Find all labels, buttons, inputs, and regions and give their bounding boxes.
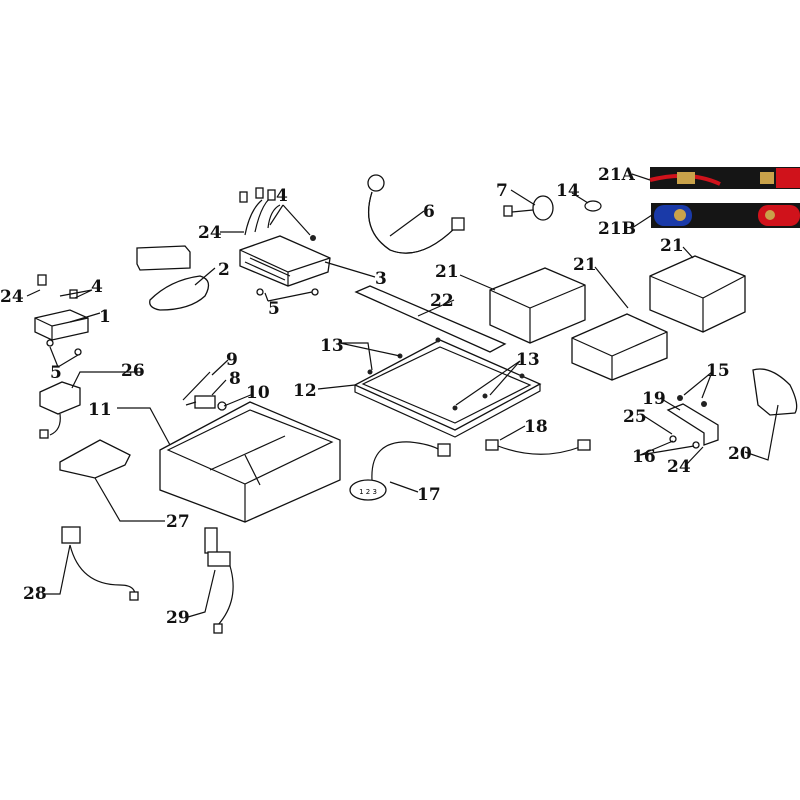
label-19: 19 xyxy=(642,389,666,409)
part-29-key-switch xyxy=(204,527,234,634)
label-16: 16 xyxy=(632,447,656,467)
label-13: 13 xyxy=(516,350,540,370)
battery-21-a xyxy=(489,267,586,344)
part-7-buzzer xyxy=(503,195,554,221)
label-26: 26 xyxy=(121,361,145,381)
part-labels: 1 2 3 4 4 5 5 6 7 8 9 10 11 12 13 13 14 … xyxy=(0,165,752,628)
part-12-tray xyxy=(353,339,542,438)
label-21: 21 xyxy=(435,262,459,282)
label-8: 8 xyxy=(229,369,241,389)
label-2: 2 xyxy=(218,260,230,280)
battery-21-b xyxy=(571,313,668,381)
leader-lines xyxy=(26,173,779,618)
label-20: 20 xyxy=(728,444,752,464)
label-21a: 21A xyxy=(598,165,636,185)
part-18-cable xyxy=(485,439,591,455)
label-1: 1 xyxy=(99,307,111,327)
part-28-switch xyxy=(61,526,139,601)
label-11: 11 xyxy=(88,400,112,420)
label-9: 9 xyxy=(226,350,238,370)
terminal-photo-21b xyxy=(651,203,800,228)
label-29: 29 xyxy=(166,608,190,628)
label-15: 15 xyxy=(706,361,730,381)
part-27-plate xyxy=(59,439,131,479)
label-28: 28 xyxy=(23,584,47,604)
label-22: 22 xyxy=(430,291,454,311)
label-12: 12 xyxy=(293,381,317,401)
label-25: 25 xyxy=(623,407,647,427)
label-14: 14 xyxy=(556,181,580,201)
label-7: 7 xyxy=(496,181,508,201)
part-26-charger-port xyxy=(39,381,81,439)
part-1-box xyxy=(34,274,89,341)
label-17: 17 xyxy=(417,485,441,505)
part-2-cover xyxy=(136,245,210,311)
label-13: 13 xyxy=(320,336,344,356)
part-6-harness xyxy=(367,174,465,254)
label-5: 5 xyxy=(268,299,280,319)
fasteners xyxy=(46,235,525,411)
label-6: 6 xyxy=(423,202,435,222)
label-18: 18 xyxy=(524,417,548,437)
part-3-controller xyxy=(239,187,331,287)
label-3: 3 xyxy=(375,269,387,289)
label-24: 24 xyxy=(667,457,691,477)
part-8-9-10-bracket xyxy=(182,371,227,411)
part-22-strap xyxy=(354,285,507,353)
label-10: 10 xyxy=(246,383,270,403)
label-21: 21 xyxy=(573,255,597,275)
part-20-cover xyxy=(752,368,798,416)
label-21: 21 xyxy=(660,236,684,256)
part-19-bracket xyxy=(666,395,719,449)
part-14-ring xyxy=(584,200,602,212)
label-4: 4 xyxy=(276,186,288,206)
part-17-meter: 1 2 3 xyxy=(349,441,451,501)
label-24: 24 xyxy=(198,223,222,243)
label-21b: 21B xyxy=(598,219,636,239)
battery-21-c xyxy=(649,255,746,333)
label-4: 4 xyxy=(91,277,103,297)
part-11-box xyxy=(159,401,341,523)
terminal-photo-21a xyxy=(649,167,800,189)
label-27: 27 xyxy=(166,512,190,532)
label-5: 5 xyxy=(50,363,62,383)
label-24: 24 xyxy=(0,287,24,307)
meter-text: 1 2 3 xyxy=(359,488,377,496)
